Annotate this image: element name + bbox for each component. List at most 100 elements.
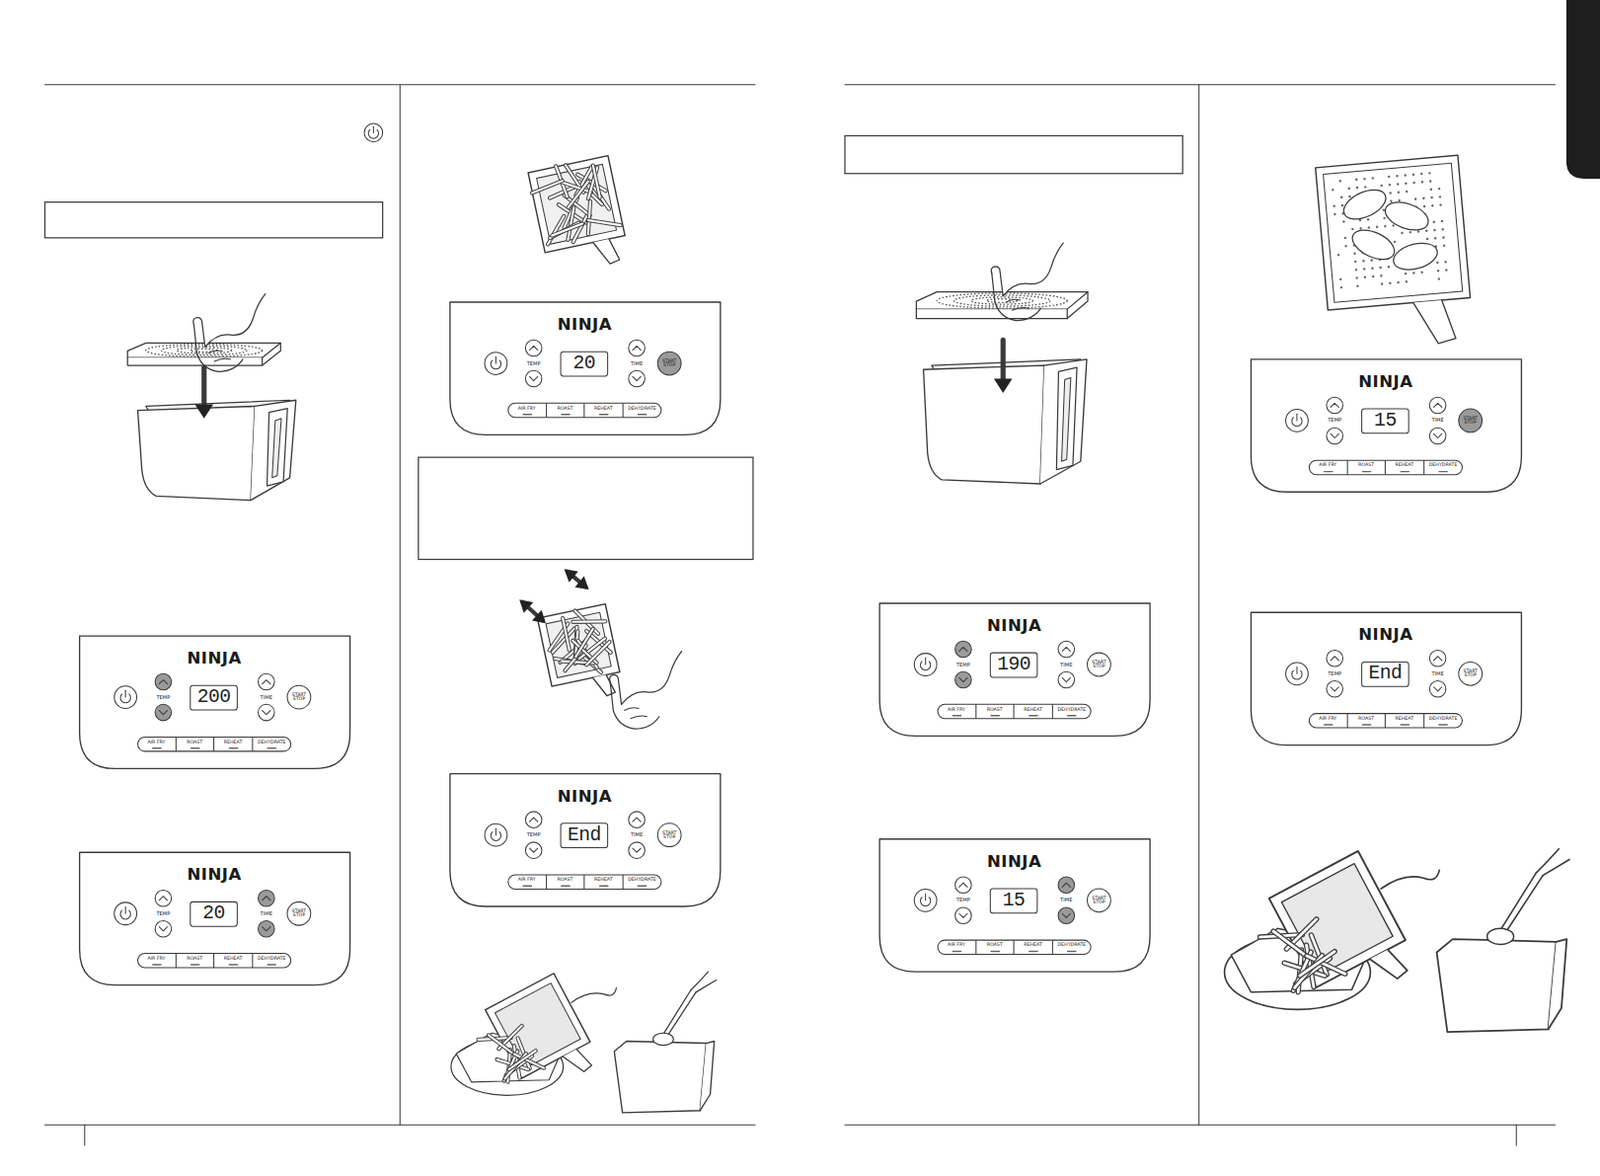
line-art xyxy=(550,223,584,235)
arrow-button xyxy=(955,907,973,924)
plate-hole xyxy=(1355,268,1359,272)
brand-logo: NINJA xyxy=(557,787,612,805)
mode-label: DEHYDRATE xyxy=(1057,706,1086,712)
arrow-button xyxy=(258,673,276,690)
mode-button: REHEAT xyxy=(1385,459,1425,474)
arrow-head xyxy=(993,379,1013,393)
panel-line xyxy=(158,926,167,931)
mode-button: ROAST xyxy=(1347,713,1386,728)
plate-hole xyxy=(1378,266,1382,270)
panel-line xyxy=(637,885,646,887)
figure xyxy=(127,342,281,366)
display-value: 20 xyxy=(202,904,226,924)
plate-hole xyxy=(1404,272,1408,276)
control-panel: NINJATEMPTIME200START STOPAIR FRYROASTRE… xyxy=(79,635,351,768)
button-label: START STOP xyxy=(1090,895,1108,905)
button-label: TIME xyxy=(260,911,273,916)
panel-line xyxy=(1400,723,1409,725)
plate-hole xyxy=(1444,260,1448,264)
panel-line xyxy=(879,838,1150,972)
button-label: TIME xyxy=(260,694,273,700)
panel-line xyxy=(450,302,721,435)
plate-hole xyxy=(1338,179,1342,183)
panel-line xyxy=(79,851,351,985)
display-screen: 20 xyxy=(560,351,610,378)
panel-line xyxy=(924,893,926,901)
mode-bar xyxy=(508,402,662,417)
arrow-button xyxy=(628,339,646,357)
figure xyxy=(1224,848,1570,1032)
panel-line xyxy=(158,710,167,715)
panel-line xyxy=(959,677,968,682)
mode-label: ROAST xyxy=(1358,462,1374,468)
mode-button: AIR FRY xyxy=(937,703,977,718)
line-art xyxy=(1299,951,1335,977)
plate-hole xyxy=(1340,286,1344,290)
mode-label: ROAST xyxy=(556,405,573,411)
plate-hole xyxy=(1423,205,1427,209)
line-art xyxy=(550,223,584,235)
display-screen: 15 xyxy=(990,887,1039,914)
note-box xyxy=(418,457,754,559)
brand-logo: NINJA xyxy=(1358,373,1413,390)
mode-button: REHEAT xyxy=(584,874,623,889)
display-screen: 190 xyxy=(990,652,1039,679)
power-button xyxy=(114,685,138,709)
figure xyxy=(451,971,717,1113)
panel-line xyxy=(1330,686,1339,691)
line-art xyxy=(528,155,625,253)
line-art xyxy=(1547,938,1567,1029)
figure xyxy=(138,399,297,500)
power-button xyxy=(114,902,138,925)
button-label: TEMP xyxy=(527,832,541,838)
mode-button: AIR FRY xyxy=(1308,459,1348,474)
arrow-button xyxy=(955,671,973,688)
plate-hole xyxy=(1379,274,1383,278)
line-art xyxy=(1299,951,1335,977)
mode-button: ROAST xyxy=(1347,459,1386,474)
mode-label: ROAST xyxy=(186,956,203,962)
display-value: 20 xyxy=(573,354,597,375)
button-label: TIME xyxy=(630,360,643,366)
panel-line xyxy=(1433,402,1442,407)
plate-hole xyxy=(1397,190,1401,194)
panel-line xyxy=(1062,677,1070,682)
line-art xyxy=(1198,84,1200,1125)
plate-hole xyxy=(1363,267,1367,271)
line-art xyxy=(1370,945,1409,986)
plate-holes xyxy=(160,345,247,356)
display-value: 200 xyxy=(197,687,231,708)
plate-holes xyxy=(146,343,263,357)
plate-hole xyxy=(1436,261,1440,265)
panel-line xyxy=(600,885,609,887)
line-art xyxy=(562,617,570,650)
plate-hole xyxy=(1348,195,1352,199)
mode-button: ROAST xyxy=(976,939,1015,954)
plate-hole xyxy=(1364,185,1368,189)
line-art xyxy=(193,324,243,373)
panel-line xyxy=(495,828,497,836)
mode-button: DEHYDRATE xyxy=(1424,459,1463,474)
line-art xyxy=(699,1040,714,1110)
plate-hole xyxy=(1393,240,1397,244)
arrow-button xyxy=(1429,650,1447,668)
plate-hole xyxy=(1351,228,1355,231)
plate-hole xyxy=(1371,176,1374,180)
start-button: START STOP xyxy=(657,351,683,377)
panel-line xyxy=(632,345,641,350)
mode-button: AIR FRY xyxy=(508,874,547,889)
plate-hole xyxy=(1331,188,1335,192)
mode-button: REHEAT xyxy=(1014,939,1054,954)
line-art xyxy=(138,405,256,500)
line-art xyxy=(581,201,597,234)
food xyxy=(1487,927,1515,944)
line-art xyxy=(660,990,696,1040)
mode-label: DEHYDRATE xyxy=(257,956,287,962)
figure xyxy=(1315,154,1475,353)
arrow-button xyxy=(628,841,646,859)
arrow-button xyxy=(1326,396,1344,414)
panel-line xyxy=(1362,723,1371,725)
panel-line xyxy=(158,896,167,901)
plate-hole xyxy=(1388,281,1392,285)
